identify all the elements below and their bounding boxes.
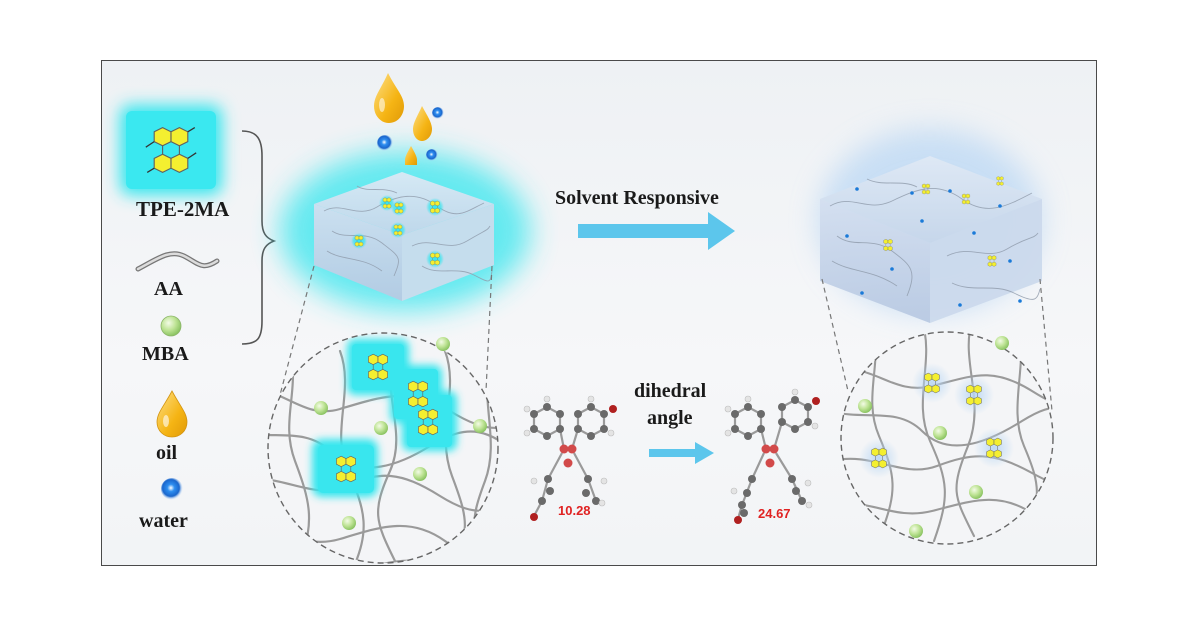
oil-drip xyxy=(405,146,417,165)
solvent-responsive-arrow xyxy=(578,212,735,250)
dihedral-label: dihedral xyxy=(634,380,707,402)
legend-aa-icon xyxy=(135,251,220,272)
legend-oil-icon xyxy=(156,390,188,438)
oil-droplet-large xyxy=(374,73,404,123)
figure-frame: TPE-2MA AA MBA oil water Solvent Respons… xyxy=(101,60,1097,566)
solvent-responsive-label: Solvent Responsive xyxy=(555,187,719,209)
legend-label-oil: oil xyxy=(156,442,178,464)
molecule-before xyxy=(523,395,617,521)
legend-label-water: water xyxy=(139,510,188,532)
water-droplet xyxy=(377,135,393,151)
legend-label-mba: MBA xyxy=(142,343,189,365)
network-zoom-left xyxy=(267,332,499,564)
oil-droplet-small xyxy=(413,106,432,141)
zoom-line xyxy=(1039,278,1053,412)
legend-label-aa: AA xyxy=(154,278,183,300)
zoom-line xyxy=(485,265,493,392)
legend-tpe-2ma-icon xyxy=(120,105,222,195)
dihedral-value-after: 24.67 xyxy=(758,506,791,521)
water-droplet xyxy=(426,149,438,161)
legend-label-tpe-2ma: TPE-2MA xyxy=(136,197,230,221)
dihedral-value-before: 10.28 xyxy=(558,503,591,518)
dihedral-angle-arrow xyxy=(649,442,714,464)
grouping-brace xyxy=(241,130,277,345)
zoom-line xyxy=(821,278,849,392)
schematic-canvas xyxy=(120,73,1054,564)
angle-label: angle xyxy=(647,407,693,429)
network-zoom-right xyxy=(840,331,1054,545)
legend-mba-icon xyxy=(160,315,182,337)
gel-cube-swollen xyxy=(818,129,1042,323)
gel-cube-glowing xyxy=(280,151,530,311)
legend-water-icon xyxy=(161,478,183,500)
molecule-after xyxy=(724,388,820,524)
zoom-line xyxy=(279,265,315,396)
water-droplet xyxy=(432,107,444,119)
